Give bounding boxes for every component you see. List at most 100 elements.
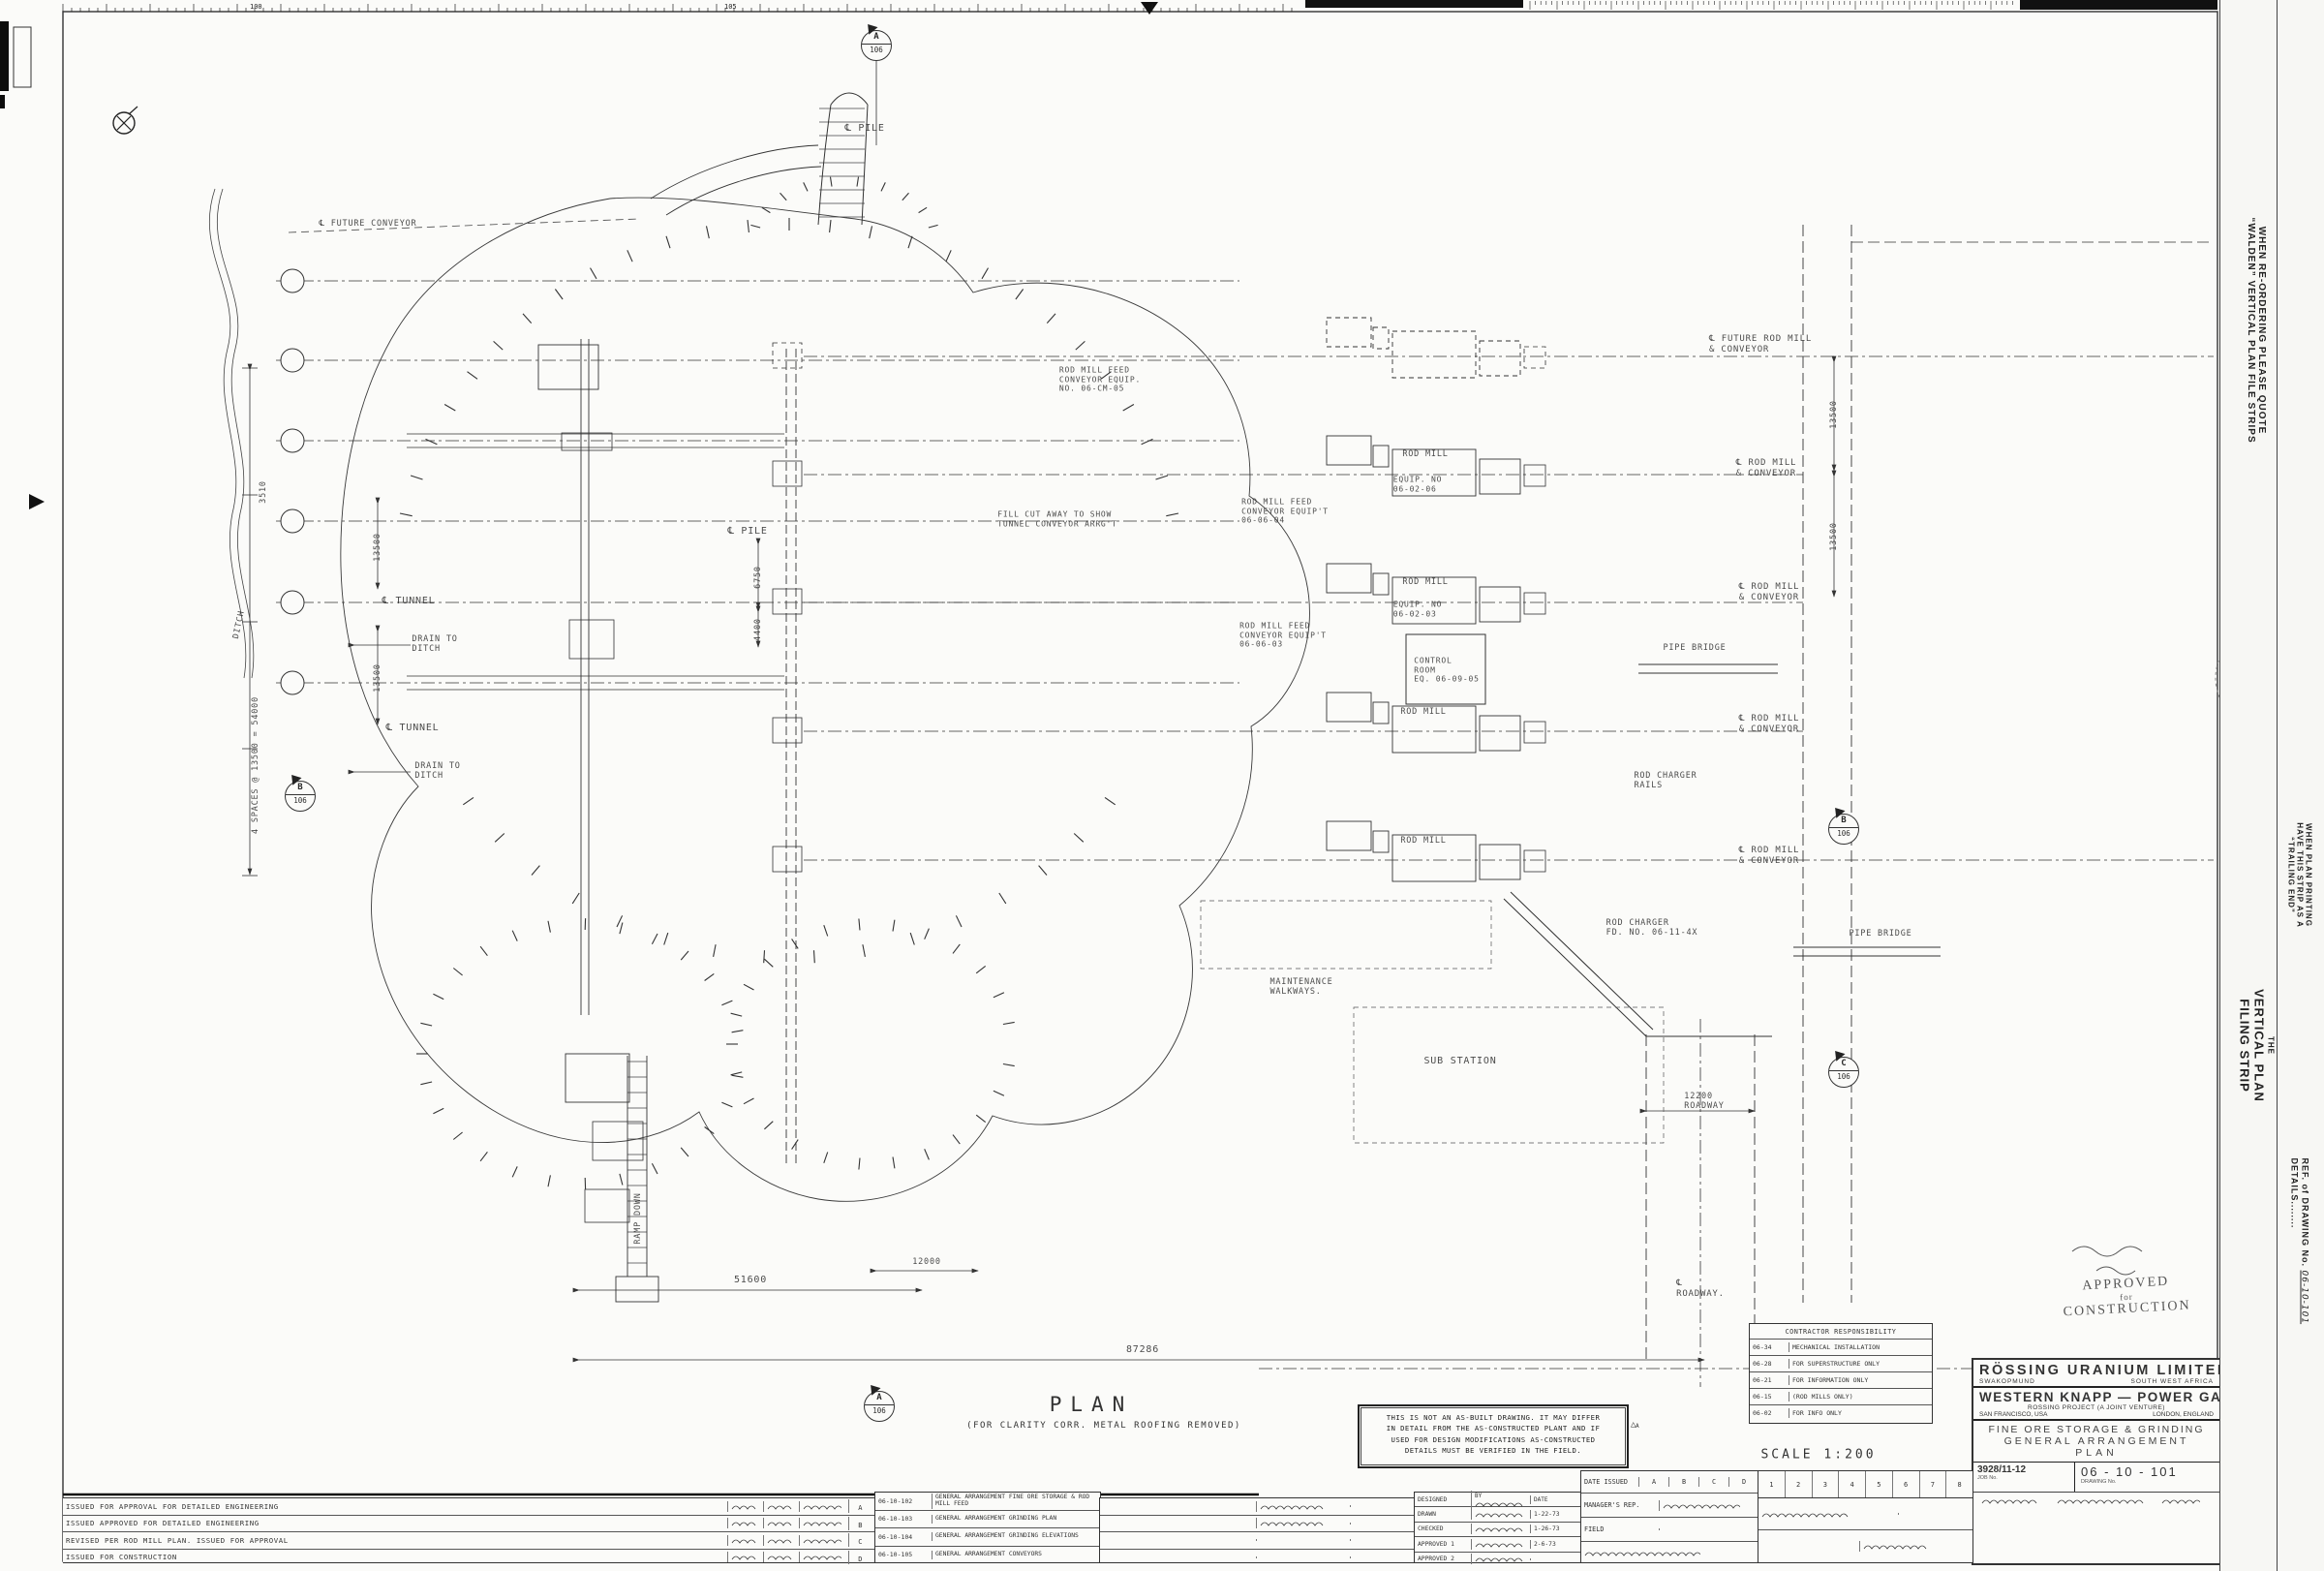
plan-label: ROD CHARGER RAILS [1634, 770, 1697, 790]
drawing-title-line2: GENERAL ARRANGEMENT [2003, 1435, 2189, 1447]
drawing-number-label: DRAWING No. [2081, 1479, 2117, 1485]
plan-label: FILL CUT AWAY TO SHOW TUNNEL CONVEYOR AR… [997, 509, 1117, 528]
job-number: 3928/11-12 [1977, 1464, 2027, 1475]
date-header: DATE [1534, 1495, 1548, 1503]
plan-label: 12200 ROADWAY [1684, 1091, 1725, 1111]
signature-role: DESIGNED [1418, 1495, 1448, 1503]
signature-date: 1-26-73 [1530, 1525, 1581, 1534]
revision-table: ISSUED FOR APPROVAL FOR DETAILED ENGINEE… [63, 1497, 875, 1564]
section-marker-bubble: B 106 [1828, 804, 1859, 845]
plan-label: ℄ ROD MILL & CONVEYOR [1735, 458, 1797, 478]
approval-scribble [1256, 1539, 1350, 1542]
scan-bar [2020, 0, 2217, 10]
signature-scribble [1584, 1552, 1700, 1556]
strip-ref-text: REF. of DRAWING No. 06-10-101 DETAILS...… [2290, 1158, 2310, 1362]
plan-label: EQUIP. NO 06-02-06 [1392, 475, 1443, 493]
plan-label: ℄ ROD MILL & CONVEYOR [1738, 846, 1800, 866]
plan-label: DRAIN TO DITCH [414, 760, 461, 781]
plan-label: 13500 [1828, 400, 1839, 429]
plan-label: 51600 [733, 1275, 768, 1285]
reference-drawing-no: 06-10-102 [878, 1496, 913, 1505]
ref-drawing-label: REF. of DRAWING No. [2300, 1157, 2310, 1268]
registration-triangle-icon [1141, 2, 1158, 15]
scale-strip-number: 2 [1784, 1471, 1812, 1498]
responsibility-desc: FOR INFORMATION ONLY [1789, 1375, 1932, 1385]
signature-scribble [1260, 1522, 1324, 1526]
title-block: RÖSSING URANIUM LIMITED SWAKOPMUND SOUTH… [1972, 1358, 2230, 1565]
ref-drawing-value: 06-10-101 [2299, 1270, 2309, 1325]
section-sheet-number: 106 [872, 1406, 886, 1415]
plan-label: 3510 [258, 480, 268, 504]
reference-drawing-no: 06-10-105 [878, 1551, 913, 1559]
plan-label: 13500 [372, 533, 382, 562]
plan-label: ℄ ROD MILL & CONVEYOR [1738, 714, 1800, 734]
scale-label: SCALE 1:200 [1760, 1447, 1877, 1463]
revision-by [727, 1500, 763, 1512]
managers-rep-label: MANAGER'S REP. [1584, 1501, 1640, 1509]
scale-strip-number: 5 [1865, 1471, 1892, 1498]
approval-scribble [1256, 1518, 1350, 1529]
signature-scribble [2057, 1499, 2144, 1504]
signature-role: APPROVED 1 [1418, 1540, 1454, 1548]
plan-label: CONTROL ROOM EQ. 06-09-05 [1414, 656, 1480, 684]
signature-date [1530, 1557, 1581, 1560]
plan-caption-title: PLAN [1049, 1393, 1134, 1416]
plan-label: 13500 [1828, 522, 1839, 551]
revision-description: ISSUED APPROVED FOR DETAILED ENGINEERING [66, 1519, 260, 1528]
revision-letter: D [848, 1550, 874, 1564]
field-label: FIELD [1584, 1525, 1605, 1533]
margin-cells [1758, 1497, 1973, 1563]
signature-scribble [767, 1505, 792, 1510]
filing-strip-outer [2277, 0, 2324, 1571]
disclaimer-line: IN DETAIL FROM THE AS-CONSTRUCTED PLANT … [1386, 1424, 1601, 1433]
revision-letter: B [848, 1516, 874, 1530]
signature-by: BY [1471, 1490, 1530, 1509]
plan-label: ROD MILL [1400, 706, 1447, 717]
approval-grid [1099, 1497, 1416, 1563]
revision-triangle-marker [1629, 1422, 1646, 1435]
plan-label: ROD MILL FEED CONVEYOR EQUIP. NO. 06-CM-… [1058, 365, 1142, 393]
signature-scribble [767, 1556, 792, 1560]
ore-pile-outline [340, 197, 1310, 1202]
section-letter: B [1829, 815, 1858, 828]
section-sheet-number: 106 [293, 796, 307, 805]
plan-label: ℄ ROD MILL & CONVEYOR [1738, 582, 1800, 602]
project-name: ROSSING PROJECT (A JOINT VENTURE) [2028, 1404, 2165, 1411]
signature-table: DESIGNED BY DATE DRAWN 1-22-73 CHECKED 1… [1414, 1490, 1582, 1565]
revision-description: REVISED PER ROD MILL PLAN. ISSUED FOR AP… [66, 1535, 289, 1545]
responsibility-desc: FOR SUPERSTRUCTURE ONLY [1789, 1359, 1932, 1369]
signature-scribble [731, 1505, 756, 1510]
disclaimer-line: DETAILS MUST BE VERIFIED IN THE FIELD. [1404, 1445, 1582, 1455]
revision-chk [763, 1552, 799, 1563]
strip-filing-text: THE VERTICAL PLAN FILING STRIP [2237, 989, 2276, 1102]
revision-description: ISSUED FOR CONSTRUCTION [66, 1553, 177, 1562]
signature-scribble [731, 1539, 756, 1544]
responsibility-table: CONTRACTOR RESPONSIBILITY 06-34 MECHANIC… [1749, 1323, 1933, 1424]
section-sheet-number: 106 [870, 46, 883, 54]
revision-by [727, 1534, 763, 1546]
section-marker-bubble: B 106 [285, 771, 316, 812]
signature-date: 2-6-73 [1530, 1539, 1581, 1549]
signature-role: APPROVED 2 [1418, 1556, 1454, 1563]
revision-chk [763, 1518, 799, 1529]
plan-label: ROD MILL [1400, 835, 1447, 846]
signature-scribble [803, 1539, 841, 1544]
responsibility-desc: (ROD MILLS ONLY) [1789, 1392, 1932, 1402]
drawing-number: 06 - 10 - 101 [2081, 1464, 2178, 1479]
plan-label: MAINTENANCE WALKWAYS. [1269, 976, 1333, 997]
signature-scribble [767, 1539, 792, 1544]
signature-scribble [767, 1522, 792, 1526]
signature-by [1471, 1538, 1530, 1550]
plan-label: ℄ TUNNEL [385, 723, 440, 733]
signature-scribble [1475, 1528, 1523, 1533]
signature-by [1471, 1524, 1530, 1535]
section-letter: A [862, 31, 891, 45]
plan-label: 87286 [1125, 1344, 1160, 1355]
signature-scribble [1260, 1505, 1324, 1510]
plan-label: ℄ PILE [844, 123, 885, 134]
scale-strip-number: 3 [1811, 1471, 1839, 1498]
responsibility-desc: FOR INFO ONLY [1789, 1408, 1932, 1418]
plan-label: 13500 [372, 663, 382, 693]
